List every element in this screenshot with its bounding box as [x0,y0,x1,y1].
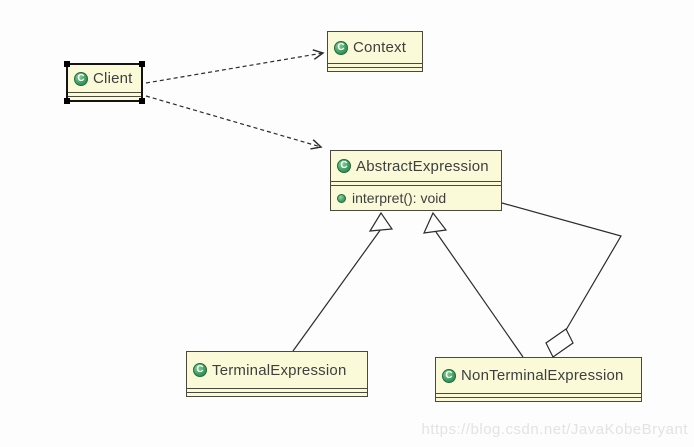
class-title: C AbstractExpression [331,151,501,181]
selection-handle[interactable] [64,98,70,104]
class-icon: C [74,71,88,86]
aggregation-nonterminalexpression-abstractexpression[interactable] [501,202,622,358]
generalization-nonterminalexpression-abstractexpression[interactable] [423,211,524,358]
compartment-divider [68,92,141,93]
compartment-divider [328,67,422,68]
operations-compartment [436,398,641,401]
compartment-divider [187,392,367,393]
operations-compartment [328,68,422,71]
class-name-label: TerminalExpression [212,361,347,379]
compartment-divider [68,96,141,97]
selection-handle[interactable] [139,61,145,67]
compartment-divider [328,63,422,64]
class-box-context[interactable]: C Context [327,31,423,72]
class-title: C Context [328,32,422,63]
class-icon: C [442,368,456,383]
class-icon: C [334,40,348,55]
class-title: C NonTerminalExpression [436,358,641,393]
class-box-abstractexpression[interactable]: C AbstractExpression interpret(): void [330,150,502,211]
compartment-divider [331,181,501,182]
method-label: interpret(): void [352,190,447,206]
class-box-terminalexpression[interactable]: C TerminalExpression [186,351,368,397]
class-title: C TerminalExpression [187,352,367,388]
generalization-terminalexpression-abstractexpression[interactable] [292,211,394,352]
class-name-label: Context [353,39,407,56]
class-name-label: NonTerminalExpression [461,367,624,384]
class-name-label: Client [93,70,133,87]
selection-handle[interactable] [64,61,70,67]
class-box-nonterminalexpression[interactable]: C NonTerminalExpression [435,357,642,402]
operations-compartment [68,97,141,100]
method-interpret[interactable]: interpret(): void [331,186,501,210]
public-method-icon [337,193,346,203]
selection-handle[interactable] [139,98,145,104]
compartment-divider [436,393,641,394]
compartment-divider [187,388,367,389]
hollow-diamond [545,328,574,358]
class-title: C Client [68,65,141,92]
class-icon: C [337,159,351,173]
class-name-label: AbstractExpression [356,157,489,175]
hollow-triangle-arrowhead [423,211,448,234]
dependency-client-context[interactable] [145,53,323,84]
compartment-divider [436,397,641,398]
hollow-triangle-arrowhead [368,211,394,232]
watermark-text: https://blog.csdn.net/JavaKobeBryant [421,421,688,438]
compartment-divider [331,185,501,186]
class-icon: C [193,363,207,377]
class-box-client[interactable]: C Client [64,61,145,104]
operations-compartment [187,393,367,396]
dependency-client-abstractexpression[interactable] [145,95,321,147]
